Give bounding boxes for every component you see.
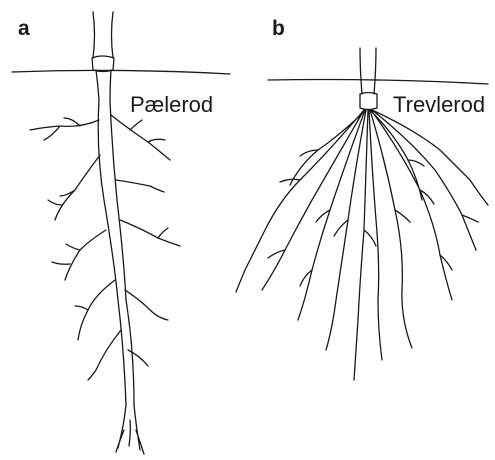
panel-letter-b: b [272, 18, 285, 39]
stem-a [93, 12, 113, 58]
panel-letter-a: a [18, 18, 30, 39]
taproot-label: Pælerod [129, 94, 214, 116]
ground-line-a [12, 70, 230, 74]
fibrous-root-label: Trevlerod [392, 94, 486, 116]
taproot-diagram [12, 12, 230, 454]
lateral-roots-left-a [30, 118, 121, 380]
fibrous-roots [236, 110, 488, 380]
main-taproot [96, 70, 134, 405]
taproot-tip [116, 405, 144, 454]
ground-line-b [268, 80, 488, 85]
stem-b [360, 48, 376, 94]
root-crown-a [92, 56, 114, 72]
root-crown-b [360, 93, 377, 110]
